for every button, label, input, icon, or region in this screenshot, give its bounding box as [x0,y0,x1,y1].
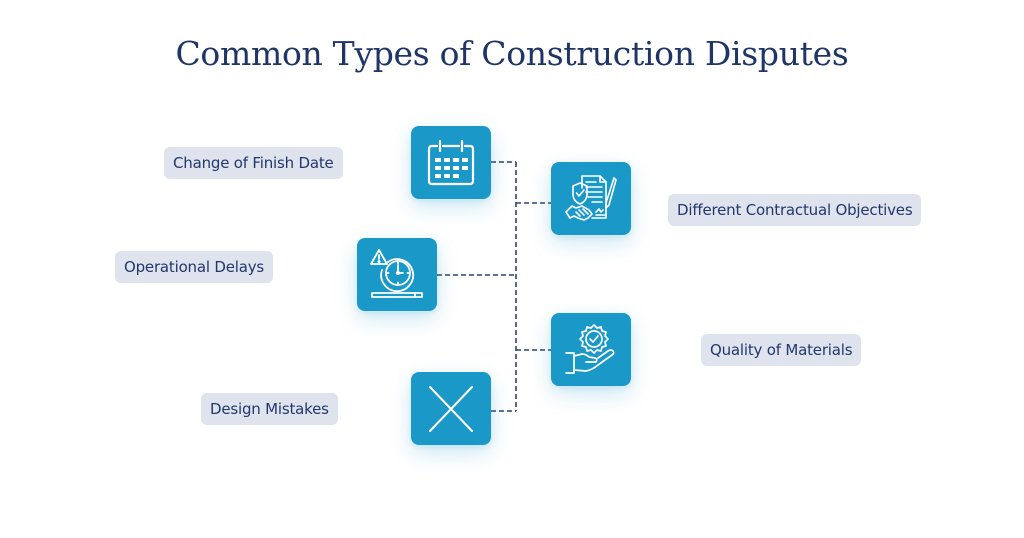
label-change-of-finish-date: Change of Finish Date [164,147,343,179]
label-operational-delays: Operational Delays [115,251,274,283]
quality-box [551,313,631,386]
label-quality-of-materials: Quality of Materials [701,334,862,366]
quality-badge-hand-icon [565,323,615,374]
x-cross-icon [429,385,473,432]
calendar-box [411,126,491,199]
label-design-mistakes: Design Mistakes [201,393,338,425]
clock-box [357,238,437,311]
calendar-icon [427,139,475,185]
page-title: Common Types of Construction Disputes [175,34,849,73]
clock-warning-icon [370,248,423,298]
label-different-contractual-objectives: Different Contractual Objectives [668,194,922,226]
design-mistakes-box [411,372,491,445]
contract-handshake-icon [565,174,617,221]
contract-box [551,162,631,235]
